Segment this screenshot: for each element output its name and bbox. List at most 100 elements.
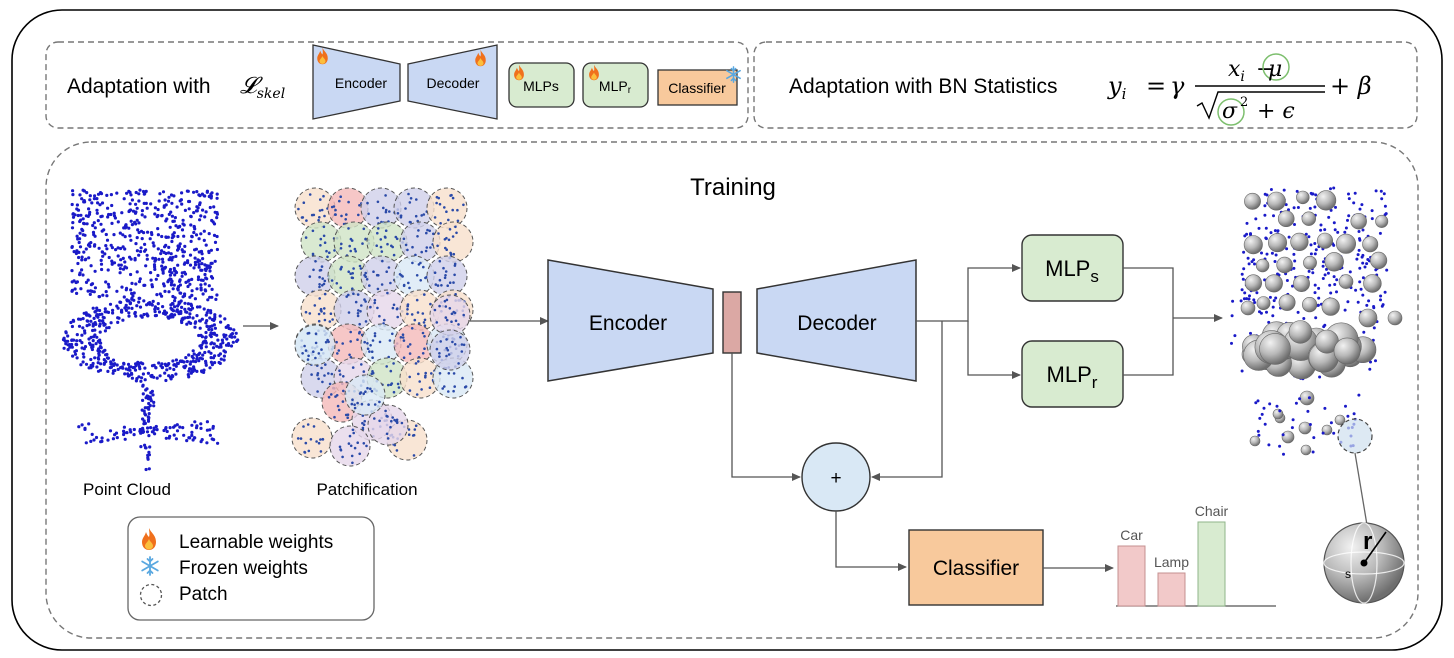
cloud-point [192,211,196,215]
point-cloud-label: Point Cloud [83,480,171,499]
cloud-point [1257,433,1261,437]
cloud-point [152,428,156,432]
cloud-point [1306,409,1310,413]
cloud-point [175,205,179,209]
cloud-point [180,202,184,206]
cloud-point [132,298,136,302]
cloud-point [156,247,160,251]
cloud-point [209,192,213,196]
cloud-point [107,326,111,330]
cloud-point [88,198,92,202]
cloud-point [109,212,113,217]
cloud-point [75,280,79,284]
cloud-point [146,415,150,419]
cloud-point [112,211,116,215]
cloud-point [121,318,125,322]
mini-classifier-label: Classifier [668,80,726,96]
cloud-point [189,214,193,218]
cloud-point [95,197,99,201]
cloud-point [153,305,157,309]
cloud-point [113,216,117,220]
cloud-point [144,264,148,268]
cloud-point [1378,231,1382,235]
cloud-point [209,356,213,360]
cloud-point [1293,259,1297,263]
cloud-point [140,429,144,433]
cloud-point [1380,304,1384,308]
cloud-point [105,247,109,251]
cloud-point [1370,209,1374,213]
cloud-point [194,233,199,237]
cloud-point [1329,291,1333,295]
cloud-point [1290,426,1294,430]
cloud-point [106,282,110,286]
cloud-point [1323,228,1327,232]
patch [294,324,336,366]
cloud-point [127,365,132,369]
cloud-point [210,437,214,441]
cloud-point [142,419,146,423]
skeleton-sphere [1315,190,1337,211]
cloud-point [1233,334,1237,338]
cloud-point [195,205,199,209]
patch [426,187,468,229]
cloud-point [174,364,178,368]
cloud-point [1260,412,1264,416]
cloud-point [180,191,184,195]
cloud-point [164,235,168,239]
cloud-point [207,250,211,255]
svg-text:2: 2 [1240,95,1248,110]
cloud-point [80,268,84,272]
cloud-point [1295,189,1299,193]
cloud-point [130,281,134,285]
cloud-point [213,240,218,244]
cloud-point [198,319,202,323]
skeleton-sphere [1301,211,1317,226]
cloud-point [1314,248,1318,252]
cloud-point [87,313,91,317]
cloud-point [137,199,141,203]
cloud-point [187,199,192,204]
cloud-point [141,384,145,388]
cloud-point [209,248,213,252]
cloud-point [160,257,165,261]
cloud-point [148,445,152,449]
cloud-point [106,206,110,210]
cloud-point [209,342,213,346]
cloud-point [93,310,97,314]
cloud-point [1347,197,1351,201]
cloud-point [198,344,202,348]
cloud-point [1379,189,1383,193]
cloud-point [179,311,183,315]
cloud-point [129,208,133,212]
cloud-point [1380,197,1384,201]
cloud-point [72,250,76,254]
cloud-point [164,436,168,440]
cloud-point [151,241,155,245]
decoder-label: Decoder [797,312,876,335]
cloud-point [79,213,83,217]
cloud-point [198,326,202,330]
cloud-point [207,284,211,288]
cloud-point [152,400,156,404]
skeleton-sphere [1256,296,1271,310]
cloud-point [153,212,157,216]
cloud-point [143,421,147,425]
cloud-point [76,237,80,241]
cloud-point [1334,205,1337,209]
cloud-point [127,306,131,310]
patch [329,425,371,467]
cloud-point [79,287,83,291]
cloud-point [137,362,141,366]
cloud-point [87,366,91,370]
cloud-point [199,232,203,236]
mini-encoder-label: Encoder [335,75,387,91]
cloud-point [164,203,168,207]
cloud-point [209,351,213,355]
cloud-point [113,368,117,373]
cloud-point [1278,409,1282,413]
cloud-point [199,278,203,282]
arrow-plus-to-classifier [835,511,907,571]
classifier-label: Classifier [933,557,1019,580]
cloud-point [99,440,103,444]
